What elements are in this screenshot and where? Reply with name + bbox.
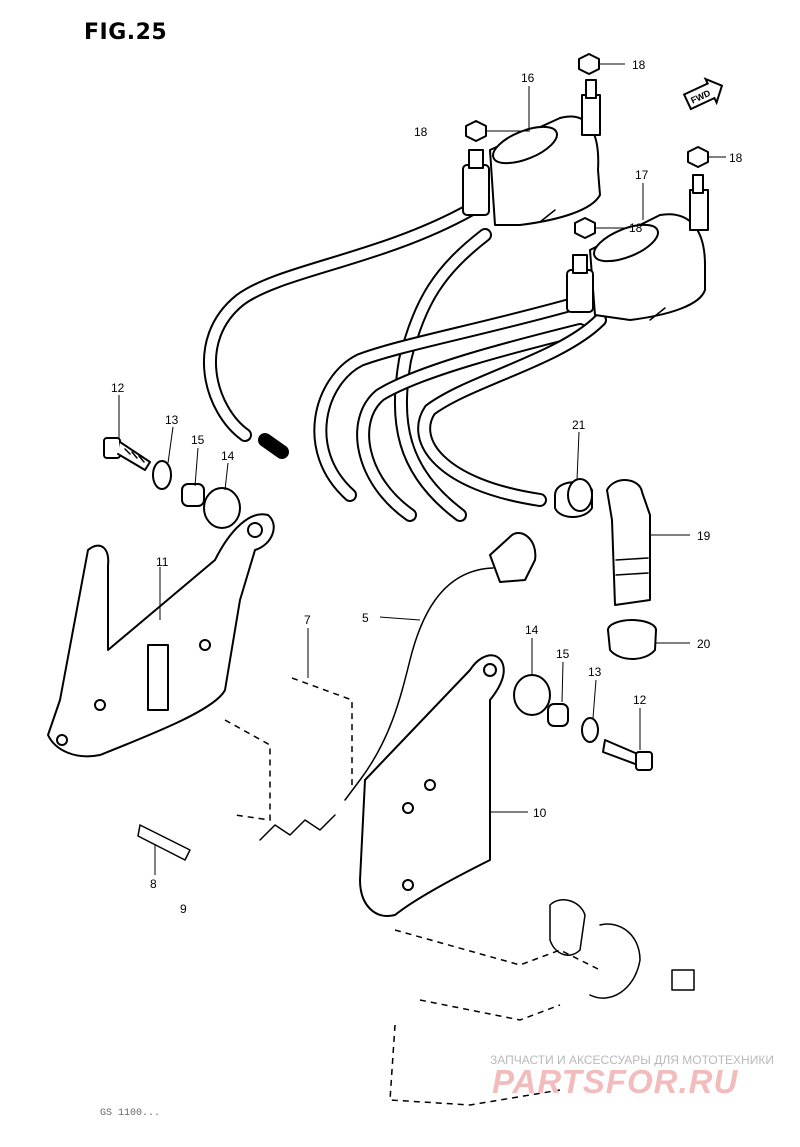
callout-19: 19	[697, 529, 711, 543]
watermark-tagline: ЗАПЧАСТИ И АКСЕССУАРЫ ДЛЯ МОТОТЕХНИКИ	[490, 1053, 774, 1067]
callout-16: 16	[521, 71, 535, 85]
seal-20	[607, 619, 657, 660]
nut-18-icon	[465, 53, 709, 239]
spacer-15-left	[181, 483, 205, 507]
ignition-coil-17	[566, 174, 709, 321]
callout-15: 15	[191, 433, 205, 447]
bolt-12-left	[103, 437, 151, 471]
lead-wire-5	[344, 532, 537, 801]
leader-lines	[118, 63, 726, 875]
footer-code: GS 1100...	[100, 1108, 161, 1119]
callout-18: 18	[629, 221, 643, 235]
washer-13-right	[581, 717, 599, 743]
high-tension-cables	[202, 203, 607, 522]
callout-14: 14	[525, 623, 539, 637]
callout-17: 17	[635, 168, 649, 182]
callout-21: 21	[572, 418, 586, 432]
reference-frame-dashed	[137, 677, 695, 1106]
callout-numbers: 18 16 18 18 17 18 12 13 15 14 11 21 19 2…	[111, 58, 743, 916]
watermark-logo: PARTSFOR.RU	[492, 1063, 739, 1100]
callout-13: 13	[165, 413, 179, 427]
grommet-14-right	[513, 674, 551, 716]
bracket-11	[47, 513, 275, 758]
callout-18: 18	[729, 151, 743, 165]
bolt-12-right	[602, 739, 653, 771]
plug-cap-19	[606, 479, 651, 606]
bracket-10	[359, 654, 505, 917]
callout-18: 18	[414, 125, 428, 139]
washer-13-left	[152, 460, 172, 490]
cap-21	[554, 478, 593, 518]
grommet-14-left	[203, 487, 241, 529]
callout-15: 15	[556, 647, 570, 661]
callout-18: 18	[632, 58, 646, 72]
callout-13: 13	[588, 665, 602, 679]
callout-8: 8	[150, 877, 157, 891]
figure-title: FIG.25	[84, 20, 168, 45]
callout-12: 12	[111, 381, 125, 395]
ignition-coil-16	[462, 79, 601, 226]
callout-7: 7	[304, 613, 311, 627]
callout-14: 14	[221, 449, 235, 463]
callout-11: 11	[156, 555, 169, 569]
forward-arrow-icon: FWD	[682, 77, 724, 111]
callout-10: 10	[533, 806, 547, 820]
callout-12: 12	[633, 693, 647, 707]
callout-5: 5	[362, 611, 369, 625]
spacer-15-right	[547, 703, 569, 727]
callout-20: 20	[697, 637, 711, 651]
callout-9: 9	[180, 902, 187, 916]
